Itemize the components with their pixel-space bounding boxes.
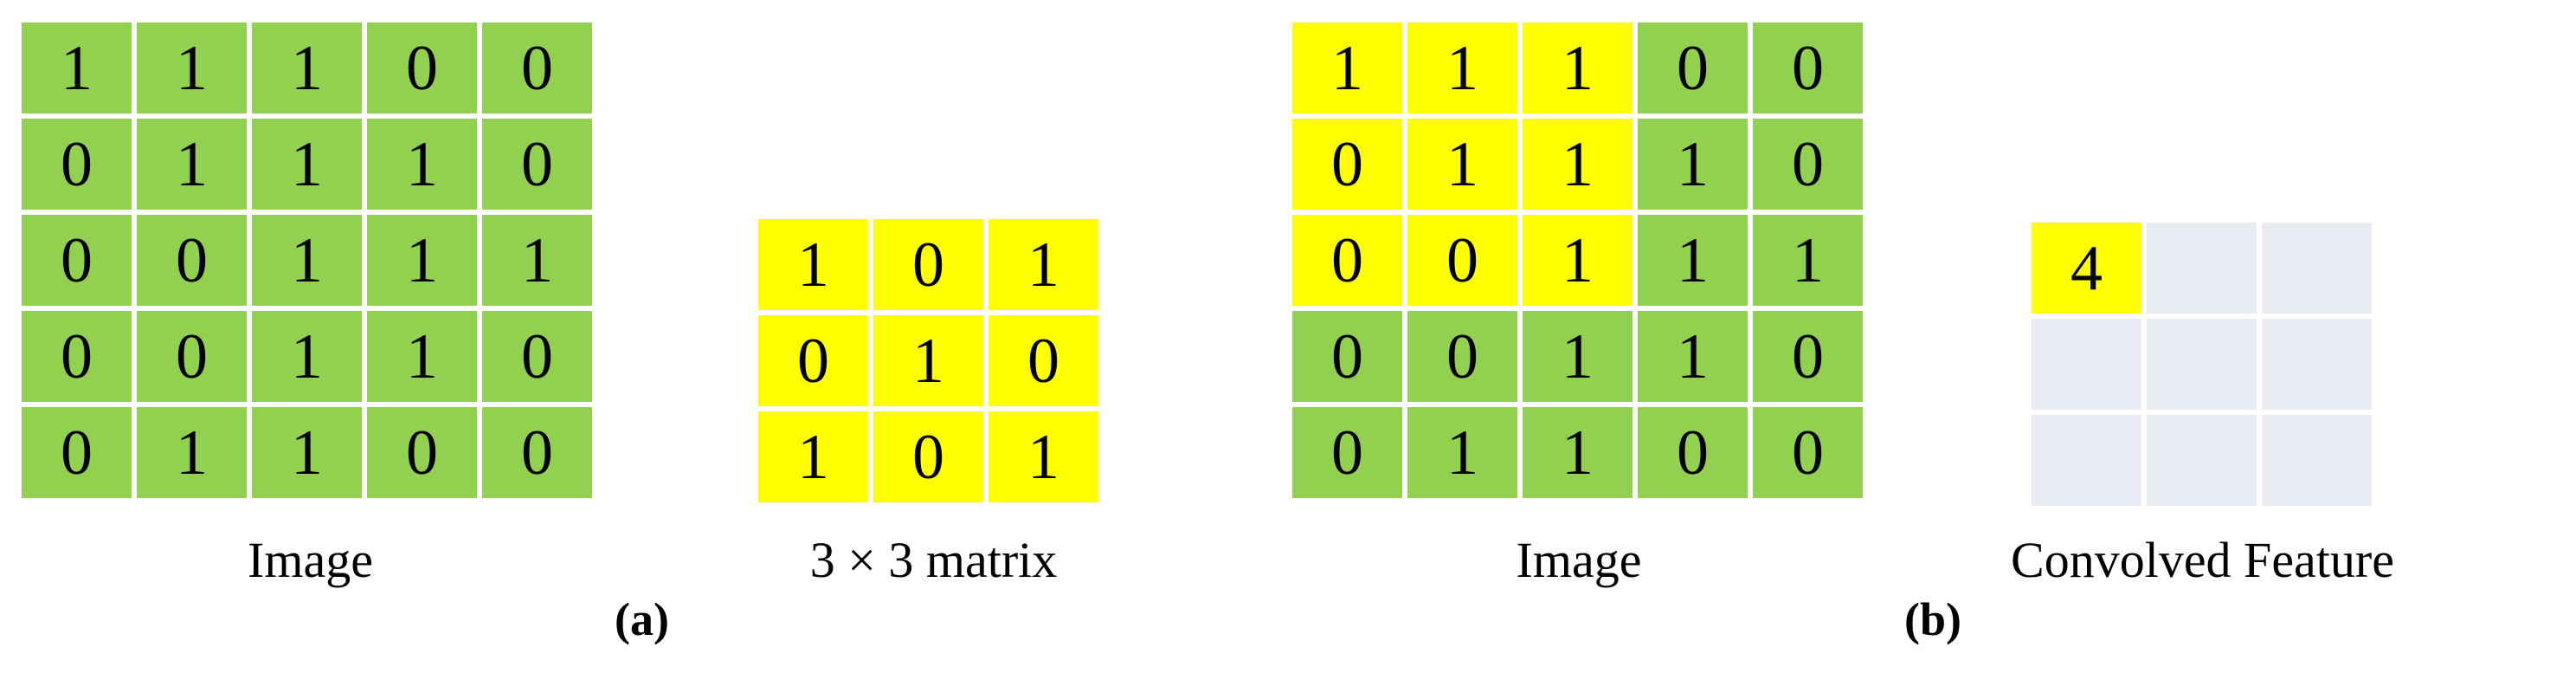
image-b-cell: 1: [1638, 311, 1748, 402]
image-a-cell: 0: [482, 407, 592, 498]
image-b-cell: 0: [1407, 311, 1517, 402]
image-a-cell: 0: [137, 311, 247, 402]
caption-convolved-feature: Convolved Feature: [2011, 532, 2394, 588]
caption-kernel-matrix: 3 × 3 matrix: [809, 532, 1058, 588]
image-a-cell: 0: [482, 311, 592, 402]
image-a-cell: 1: [252, 311, 362, 402]
image-a-cell: 1: [137, 119, 247, 210]
image-b-cell-highlighted: 0: [1292, 119, 1402, 210]
image-a-cell: 1: [137, 407, 247, 498]
convolved-feature-grid: 4: [2032, 223, 2372, 506]
image-b-cell: 0: [1292, 407, 1402, 498]
image-a-cell: 1: [252, 407, 362, 498]
image-a-cell: 0: [137, 215, 247, 306]
image-a-cell: 1: [367, 311, 477, 402]
image-b-cell-highlighted: 0: [1407, 215, 1517, 306]
image-b-cell: 0: [1753, 407, 1863, 498]
image-b-cell-highlighted: 1: [1523, 23, 1633, 113]
image-a-cell: 1: [252, 23, 362, 113]
kernel-matrix-grid: 1 0 1 0 1 0 1 0 1: [758, 219, 1098, 502]
image-a-cell: 1: [22, 23, 132, 113]
image-b-cell: 1: [1638, 215, 1748, 306]
image-b-cell-highlighted: 0: [1292, 215, 1402, 306]
image-b-cell: 0: [1753, 311, 1863, 402]
image-a-cell: 0: [22, 407, 132, 498]
feature-cell: [2147, 319, 2257, 410]
image-b-cell: 0: [1753, 23, 1863, 113]
image-a-cell: 0: [367, 23, 477, 113]
image-a-cell: 0: [367, 407, 477, 498]
image-b-cell-highlighted: 1: [1407, 119, 1517, 210]
subfigure-label-b: (b): [1904, 593, 1961, 645]
image-b-cell: 1: [1638, 119, 1748, 210]
feature-cell-highlighted: 4: [2032, 223, 2141, 314]
image-a-cell: 0: [22, 311, 132, 402]
kernel-cell: 0: [873, 219, 983, 310]
image-b-cell-highlighted: 1: [1523, 119, 1633, 210]
caption-image-b: Image: [1516, 532, 1642, 588]
image-a-cell: 0: [482, 23, 592, 113]
kernel-cell: 0: [873, 411, 983, 502]
feature-cell: [2262, 223, 2372, 314]
image-b-cell: 0: [1292, 311, 1402, 402]
kernel-cell: 1: [758, 219, 868, 310]
image-grid-b: 1 1 1 0 0 0 1 1 1 0 0 0 1 1 1 0 0 1 1 0 …: [1292, 23, 1863, 498]
kernel-cell: 1: [758, 411, 868, 502]
image-b-cell: 1: [1523, 407, 1633, 498]
feature-cell: [2147, 415, 2257, 506]
image-a-cell: 1: [137, 23, 247, 113]
image-b-cell-highlighted: 1: [1407, 23, 1517, 113]
image-a-cell: 1: [482, 215, 592, 306]
feature-cell: [2032, 319, 2141, 410]
subfigure-label-a: (a): [615, 593, 669, 645]
image-b-cell: 1: [1523, 311, 1633, 402]
kernel-cell: 0: [989, 315, 1098, 406]
image-b-cell: 1: [1407, 407, 1517, 498]
image-grid-a: 1 1 1 0 0 0 1 1 1 0 0 0 1 1 1 0 0 1 1 0 …: [22, 23, 592, 498]
image-b-cell-highlighted: 1: [1292, 23, 1402, 113]
kernel-cell: 0: [758, 315, 868, 406]
image-a-cell: 0: [22, 215, 132, 306]
image-b-cell: 1: [1753, 215, 1863, 306]
feature-cell: [2032, 415, 2141, 506]
kernel-cell: 1: [873, 315, 983, 406]
image-a-cell: 1: [252, 215, 362, 306]
image-a-cell: 1: [367, 119, 477, 210]
feature-cell: [2262, 415, 2372, 506]
feature-cell: [2262, 319, 2372, 410]
kernel-cell: 1: [989, 411, 1098, 502]
image-b-cell: 0: [1753, 119, 1863, 210]
image-a-cell: 0: [22, 119, 132, 210]
image-a-cell: 1: [367, 215, 477, 306]
image-b-cell: 0: [1638, 407, 1748, 498]
image-b-cell-highlighted: 1: [1523, 215, 1633, 306]
image-b-cell: 0: [1638, 23, 1748, 113]
kernel-cell: 1: [989, 219, 1098, 310]
image-a-cell: 1: [252, 119, 362, 210]
feature-cell: [2147, 223, 2257, 314]
image-a-cell: 0: [482, 119, 592, 210]
caption-image-a: Image: [248, 532, 373, 588]
